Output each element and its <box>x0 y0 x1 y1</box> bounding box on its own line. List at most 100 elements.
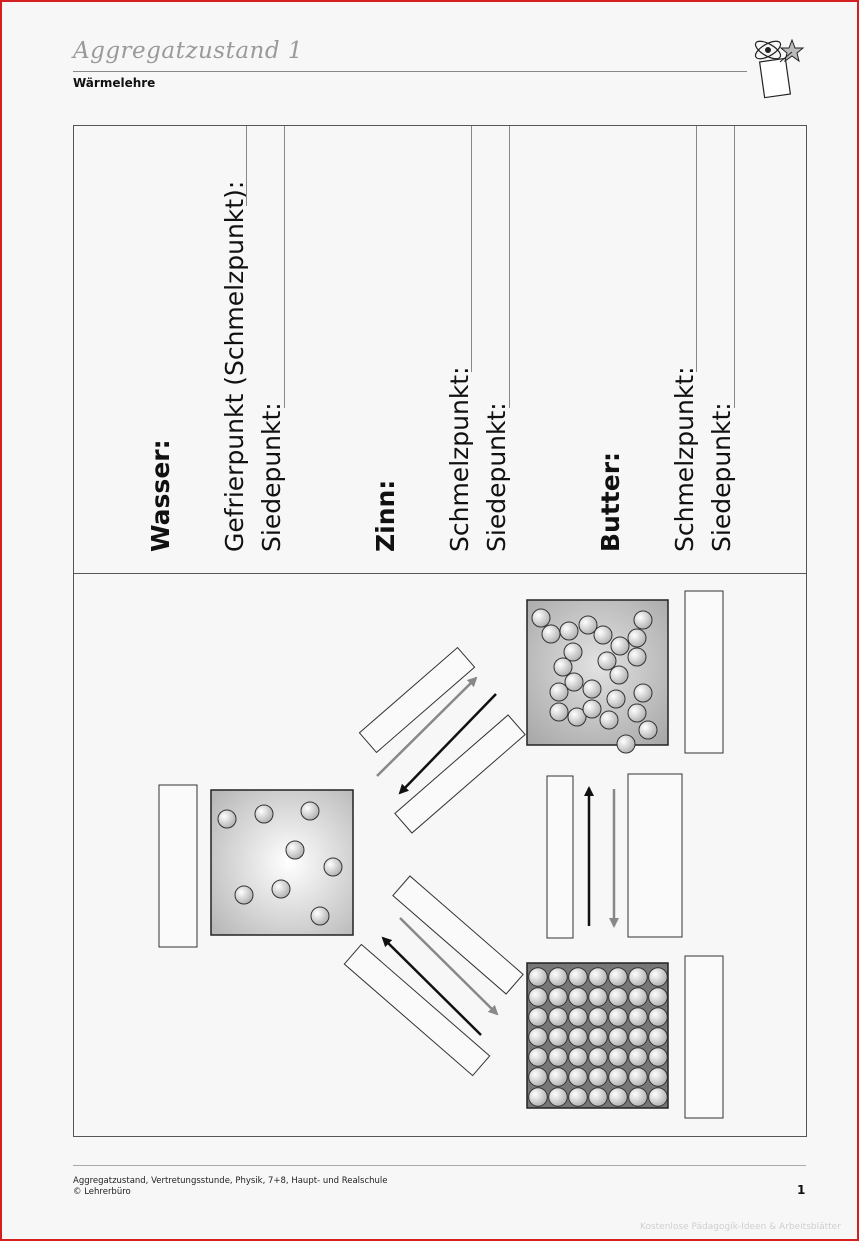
particle <box>608 1027 628 1047</box>
particle <box>588 1027 608 1047</box>
particle <box>606 689 626 709</box>
physics-logo-icon <box>754 38 805 99</box>
particle <box>528 987 548 1007</box>
particle <box>609 665 629 685</box>
particle <box>648 1087 668 1107</box>
particle <box>568 987 588 1007</box>
particle <box>582 679 602 699</box>
particle <box>528 1087 548 1107</box>
liquid-particles <box>531 608 658 754</box>
tin-melting-point-label: Schmelzpunkt: <box>445 366 474 552</box>
water-boiling-point-label: Siedepunkt: <box>257 402 286 552</box>
particle <box>633 683 653 703</box>
butter-melting-point-label: Schmelzpunkt: <box>670 366 699 552</box>
particle <box>627 703 647 723</box>
particle <box>608 967 628 987</box>
section-divider <box>73 573 806 574</box>
particle <box>568 1027 588 1047</box>
particle <box>616 734 636 754</box>
answer-line-tin-boiling[interactable] <box>509 126 510 408</box>
particle <box>548 1047 568 1067</box>
particle <box>628 1047 648 1067</box>
substance-butter-label: Butter: <box>596 451 625 552</box>
answer-line-butter-melting[interactable] <box>696 126 697 372</box>
condensing-arrow <box>398 693 497 795</box>
particle <box>648 1067 668 1087</box>
watermark-text: Kostenlose Pädagogik-Ideen & Arbeitsblät… <box>640 1222 841 1232</box>
particle <box>528 967 548 987</box>
answer-line-butter-boiling[interactable] <box>734 126 735 408</box>
particle <box>588 1007 608 1027</box>
header-rule <box>73 71 747 72</box>
particle <box>548 1067 568 1087</box>
particle <box>285 840 305 860</box>
particle <box>628 1067 648 1087</box>
particle <box>597 651 617 671</box>
sublimation-arrow <box>399 917 499 1016</box>
gas-label-box <box>158 784 198 948</box>
particle <box>548 1007 568 1027</box>
particle <box>541 624 561 644</box>
solid-label-box <box>684 955 724 1119</box>
particle <box>599 710 619 730</box>
footer-source: Aggregatzustand, Vertretungsstunde, Phys… <box>73 1176 388 1186</box>
particle <box>608 1067 628 1087</box>
particle <box>234 885 254 905</box>
sublimation-box-upper <box>392 875 524 995</box>
particle <box>563 642 583 662</box>
melting-solidifying-box-right <box>627 773 683 938</box>
particle <box>528 1047 548 1067</box>
particle <box>608 1087 628 1107</box>
particle <box>593 625 613 645</box>
particle <box>531 608 551 628</box>
particle <box>300 801 320 821</box>
particle <box>648 1047 668 1067</box>
evaporating-box-lower <box>394 714 526 834</box>
worksheet-title: Aggregatzustand 1 <box>73 38 304 64</box>
liquid-label-box <box>684 590 724 754</box>
particle <box>633 610 653 630</box>
particle <box>254 804 274 824</box>
particle <box>588 987 608 1007</box>
answer-line-water-freezing[interactable] <box>246 126 247 206</box>
particle <box>568 1067 588 1087</box>
particle <box>567 707 587 727</box>
solid-particles <box>528 967 668 1107</box>
particle <box>628 987 648 1007</box>
gas-particles <box>217 801 343 926</box>
particle <box>648 987 668 1007</box>
particle <box>271 879 291 899</box>
tin-boiling-point-label: Siedepunkt: <box>482 402 511 552</box>
resublimation-box-lower <box>343 943 491 1077</box>
answer-line-water-boiling[interactable] <box>284 126 285 408</box>
melting-solidifying-box-left <box>546 775 574 939</box>
particle <box>553 657 573 677</box>
particle <box>588 1087 608 1107</box>
particle <box>548 1027 568 1047</box>
particle <box>582 699 602 719</box>
particle <box>548 987 568 1007</box>
particle <box>610 636 630 656</box>
particle <box>548 1087 568 1107</box>
particle <box>628 1087 648 1107</box>
particle <box>528 1007 548 1027</box>
butter-boiling-point-label: Siedepunkt: <box>707 402 736 552</box>
particle <box>568 1007 588 1027</box>
particle <box>588 967 608 987</box>
particle <box>568 1087 588 1107</box>
particle <box>628 1027 648 1047</box>
particle <box>323 857 343 877</box>
answer-line-tin-melting[interactable] <box>471 126 472 372</box>
substance-water-label: Wasser: <box>146 439 175 552</box>
resublimation-arrow <box>381 936 482 1036</box>
particle <box>608 987 628 1007</box>
substance-tin-label: Zinn: <box>371 479 400 552</box>
particle <box>627 647 647 667</box>
particle <box>608 1047 628 1067</box>
particle <box>528 1067 548 1087</box>
particle <box>549 702 569 722</box>
particle <box>548 967 568 987</box>
particle <box>568 1047 588 1067</box>
worksheet-subtitle: Wärmelehre <box>73 76 156 90</box>
